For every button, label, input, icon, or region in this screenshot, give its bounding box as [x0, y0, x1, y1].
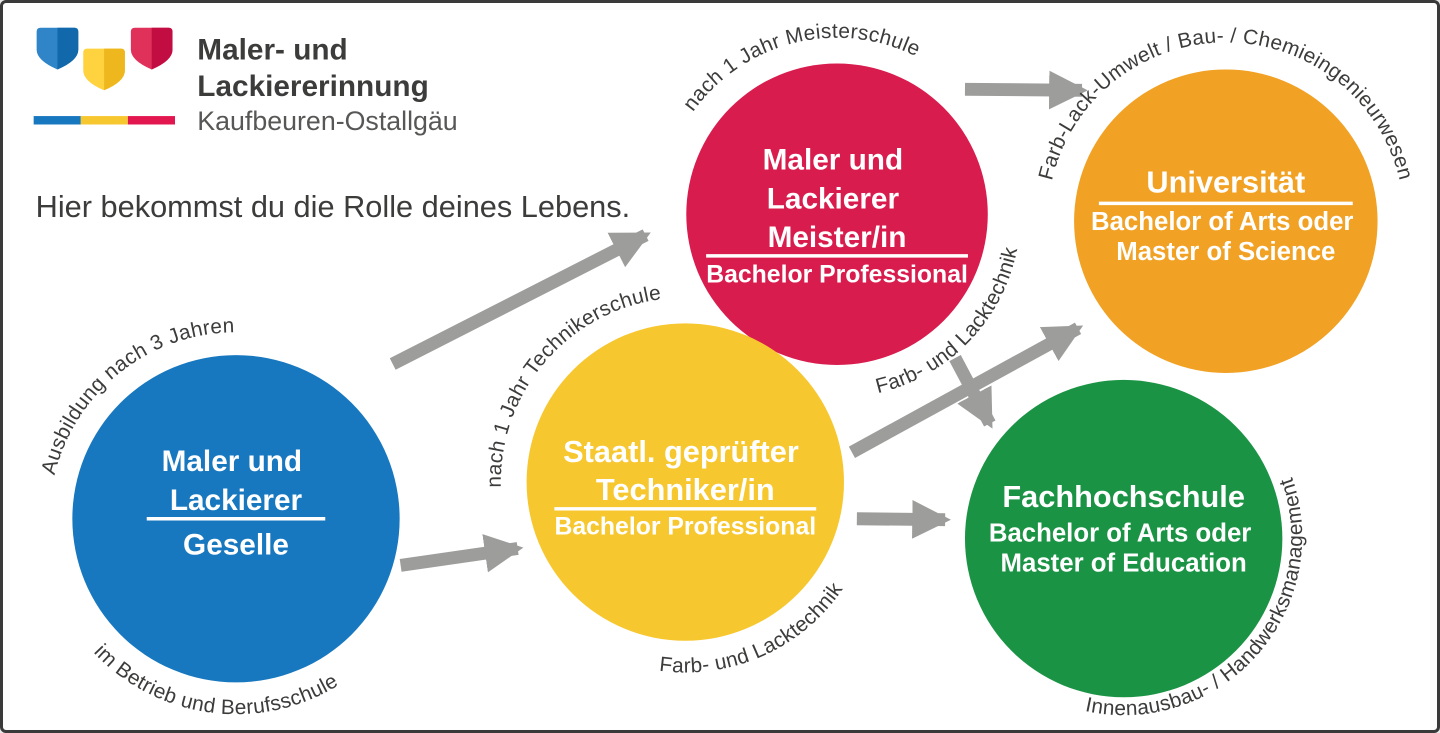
node-geselle-title: Maler und Lackierer: [162, 445, 311, 517]
node-universitaet-circle: [1074, 69, 1378, 373]
arrow-techniker-to-fachhochschule: [856, 500, 951, 539]
logo-subtitle: Kaufbeuren-Ostallgäu: [197, 106, 457, 136]
arrows: [389, 70, 1088, 573]
node-meister-circle: [686, 63, 988, 366]
career-path-diagram: Maler- und Lackiererinnung Kaufbeuren-Os…: [33, 20, 1417, 720]
node-techniker-circle: [526, 323, 844, 641]
node-fachhochschule-subtitle: Bachelor of Arts oder Master of Educatio…: [989, 520, 1259, 578]
logo-title-line1: Maler- und: [197, 34, 347, 67]
node-techniker-subtitle: Bachelor Professional: [554, 514, 816, 541]
shield-blue-icon: [36, 27, 79, 70]
node-geselle-subtitle: Geselle: [183, 528, 289, 561]
logo-color-bar: [33, 116, 175, 125]
headline: Hier bekommst du die Rolle deines Lebens…: [36, 189, 631, 224]
node-meister-subtitle: Bachelor Professional: [706, 262, 968, 289]
node-fachhochschule-circle: [964, 379, 1283, 698]
arrow-meister-to-universitaet: [964, 70, 1088, 110]
node-meister-title: Maler und Lackierer Meister/in: [763, 144, 912, 254]
arrow-meister-to-fachhochschule: [949, 355, 996, 429]
node-universitaet-subtitle: Bachelor of Arts oder Master of Science: [1091, 208, 1361, 266]
arrow-geselle-to-meister: [389, 229, 651, 370]
node-fachhochschule-title: Fachhochschule: [1002, 479, 1245, 514]
shield-red-icon: [130, 27, 173, 70]
node-universitaet-title: Universität: [1146, 164, 1305, 199]
arrow-geselle-to-techniker: [399, 534, 524, 573]
logo-title-line2: Lackiererinnung: [197, 70, 428, 103]
node-techniker-title: Staatl. geprüfter Techniker/in: [563, 434, 807, 507]
innung-logo: Maler- und Lackiererinnung Kaufbeuren-Os…: [33, 27, 458, 136]
shield-yellow-icon: [83, 48, 125, 91]
